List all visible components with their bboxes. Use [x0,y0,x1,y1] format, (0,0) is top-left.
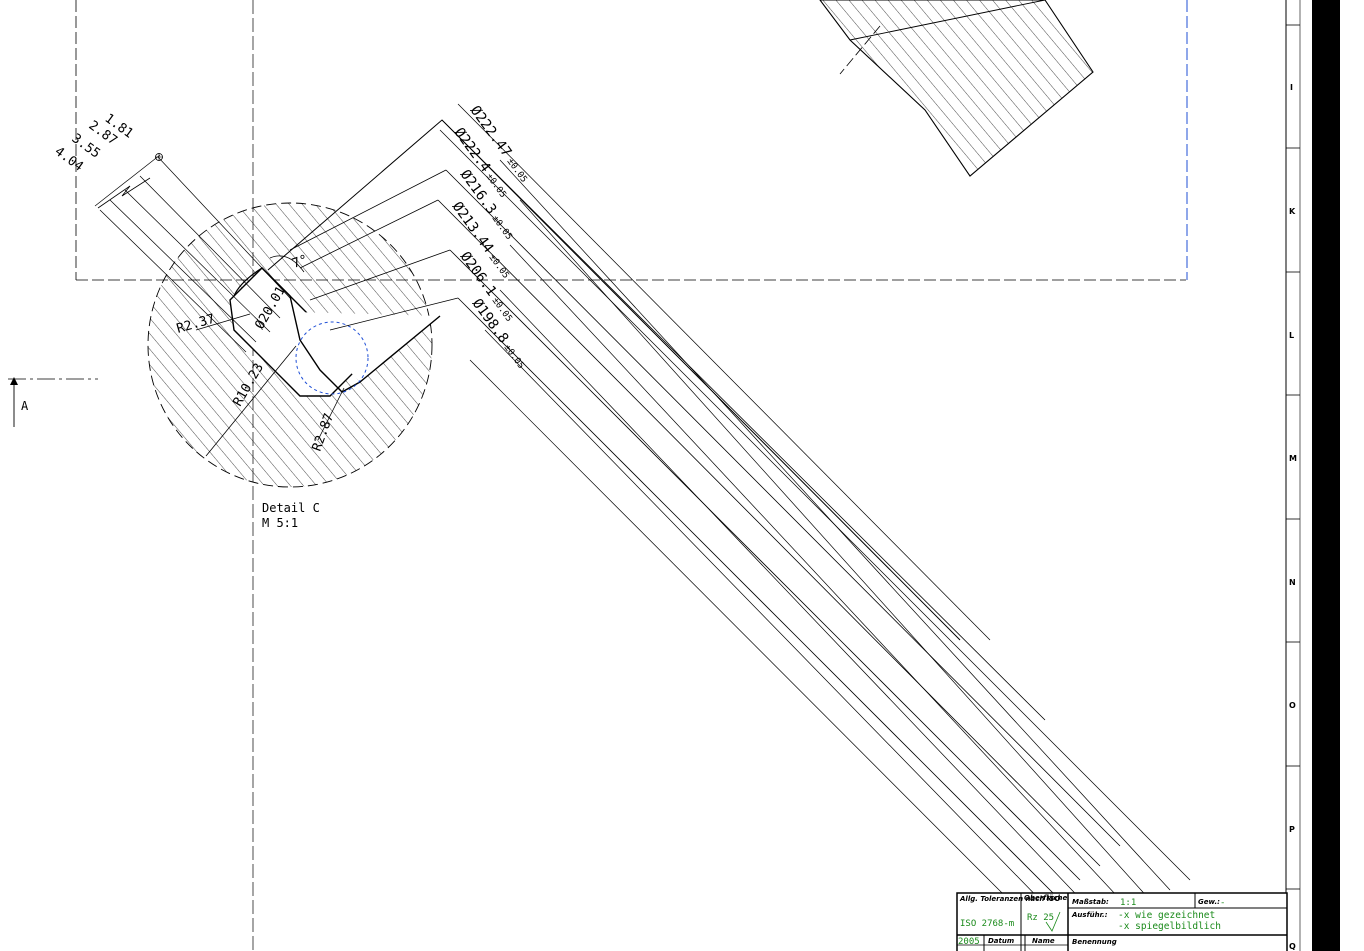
scale-label: Maßstab: [1072,898,1109,906]
offset-dimensions: 1.81 2.87 3.55 4.04 [52,111,291,353]
date-label: Datum [988,937,1014,945]
ruler-letter-i: I [1290,83,1293,92]
border-ruler: I K L M N O P Q [1285,0,1340,951]
ruler-letter-q: Q [1289,942,1296,951]
title-block: Allg. Toleranzen nach ISO Oberfläche ISO… [956,892,1288,951]
detail-circle [147,202,441,488]
name-label: Name [1032,937,1055,945]
year-value: 2005 [958,937,980,947]
diameter-labels: Ø222.47±0.05 Ø222.4±0.05 Ø216.3±0.05 Ø21… [449,103,529,371]
surface-value: Rz 25 [1027,913,1054,923]
ruler-letter-n: N [1289,578,1296,587]
ruler-letter-m: M [1289,454,1297,463]
ruler-letter-l: L [1289,331,1294,340]
ruler-letter-o: O [1289,701,1296,710]
tolerance-value: ISO 2768-m [960,919,1014,929]
material-header: Oberfläche [1024,894,1068,902]
section-marker-label: A [21,399,29,413]
angle-label: 7° [290,252,310,271]
variant-2: -x spiegelbildlich [1118,921,1221,932]
hatched-part-top-right [819,0,1094,177]
designation-label: Benennung [1072,938,1117,946]
ruler-letter-k: K [1289,207,1296,216]
profile-lines [267,103,1191,951]
angle-dimension: 7° [269,252,310,273]
scale-value: 1:1 [1120,898,1136,908]
ruler-letter-p: P [1289,825,1295,834]
weight-value: - [1220,898,1225,908]
variant-1: -x wie gezeichnet [1118,910,1215,921]
section-marker: A [8,377,98,427]
weight-label: Gew.: [1198,898,1220,906]
variant-label: Ausführ.: [1071,911,1108,919]
detail-title: Detail C [262,501,320,515]
detail-scale: M 5:1 [262,516,298,530]
tolerance-header: Allg. Toleranzen nach ISO [959,895,1060,903]
